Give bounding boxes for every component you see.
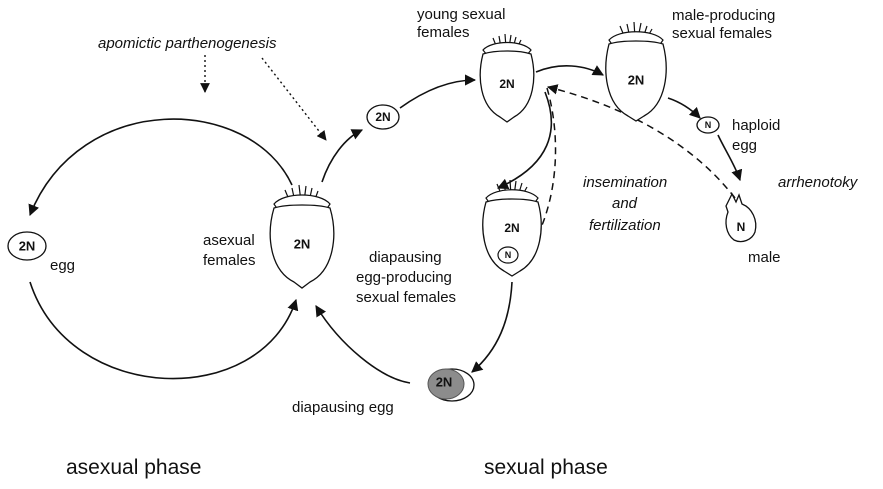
diapausing-egg-tag: 2N — [436, 375, 453, 390]
asexual-egg-tag: 2N — [19, 239, 36, 254]
diapausing-females-label-3: sexual females — [356, 289, 456, 306]
male-producing-label-2: sexual females — [672, 25, 772, 42]
apomictic-label: apomictic parthenogenesis — [98, 35, 277, 52]
arrow-to-egg — [28, 118, 293, 217]
young-female-2n-tag: 2N — [499, 77, 514, 91]
insemination-label-3: fertilization — [589, 217, 661, 234]
young-females-label-1: young sexual — [417, 6, 505, 23]
asexual-female-2n-tag: 2N — [294, 237, 311, 252]
diapausing-female-icon: 2N N — [482, 179, 542, 277]
asexual-egg-icon: 2N — [7, 231, 47, 261]
arrows — [28, 55, 743, 384]
haploid-egg-label-1: haploid — [732, 117, 780, 134]
male-producing-female-icon: 2N — [605, 21, 667, 122]
male-producing-2n-tag: 2N — [628, 73, 645, 88]
arrhenotoky-label: arrhenotoky — [778, 174, 859, 191]
arrow-to-diapausing-females — [496, 91, 553, 190]
arrow-to-asexual-from-egg — [315, 305, 411, 384]
sexual-phase-label: sexual phase — [484, 456, 608, 479]
male-label: male — [748, 249, 781, 266]
haploid-egg-tag: N — [705, 120, 712, 130]
arrow-insemination-male — [546, 84, 736, 199]
arrow-to-male-producing — [535, 65, 604, 76]
asexual-females-label-2: females — [203, 252, 256, 269]
diapausing-egg-icon: 2N — [427, 368, 475, 402]
arrow-to-asexual-females — [29, 281, 299, 380]
male-n-tag: N — [737, 220, 746, 234]
insemination-label-1: insemination — [583, 174, 667, 191]
male-icon: N — [725, 192, 757, 243]
arrow-to-haploid-egg — [667, 97, 701, 119]
asexual-females-label-1: asexual — [203, 232, 255, 249]
young-females-label-2: females — [417, 24, 470, 41]
diapausing-females-label-2: egg-producing — [356, 269, 452, 286]
haploid-egg-icon: N — [696, 116, 720, 134]
asexual-phase-label: asexual phase — [66, 456, 201, 479]
diploid-cell-tag: 2N — [375, 110, 390, 124]
egg-label: egg — [50, 257, 75, 274]
apomictic-arrow-diagonal — [261, 57, 327, 141]
arrow-to-male — [717, 134, 743, 182]
arrow-to-young-females — [399, 74, 477, 109]
haploid-egg-label-2: egg — [732, 137, 757, 154]
male-producing-label-1: male-producing — [672, 7, 775, 24]
diapausing-female-2n-tag: 2N — [504, 221, 519, 235]
arrow-to-2n-cell — [321, 129, 364, 183]
insemination-label-2: and — [612, 195, 638, 212]
diapausing-females-label-1: diapausing — [369, 249, 442, 266]
diapausing-female-n-tag: N — [505, 250, 512, 260]
diploid-cell-icon: 2N — [366, 104, 400, 130]
diapausing-egg-label: diapausing egg — [292, 399, 394, 416]
arrow-to-diapausing-egg — [471, 281, 513, 373]
asexual-female-icon: 2N — [269, 184, 335, 289]
young-sexual-female-icon: 2N — [479, 33, 535, 123]
